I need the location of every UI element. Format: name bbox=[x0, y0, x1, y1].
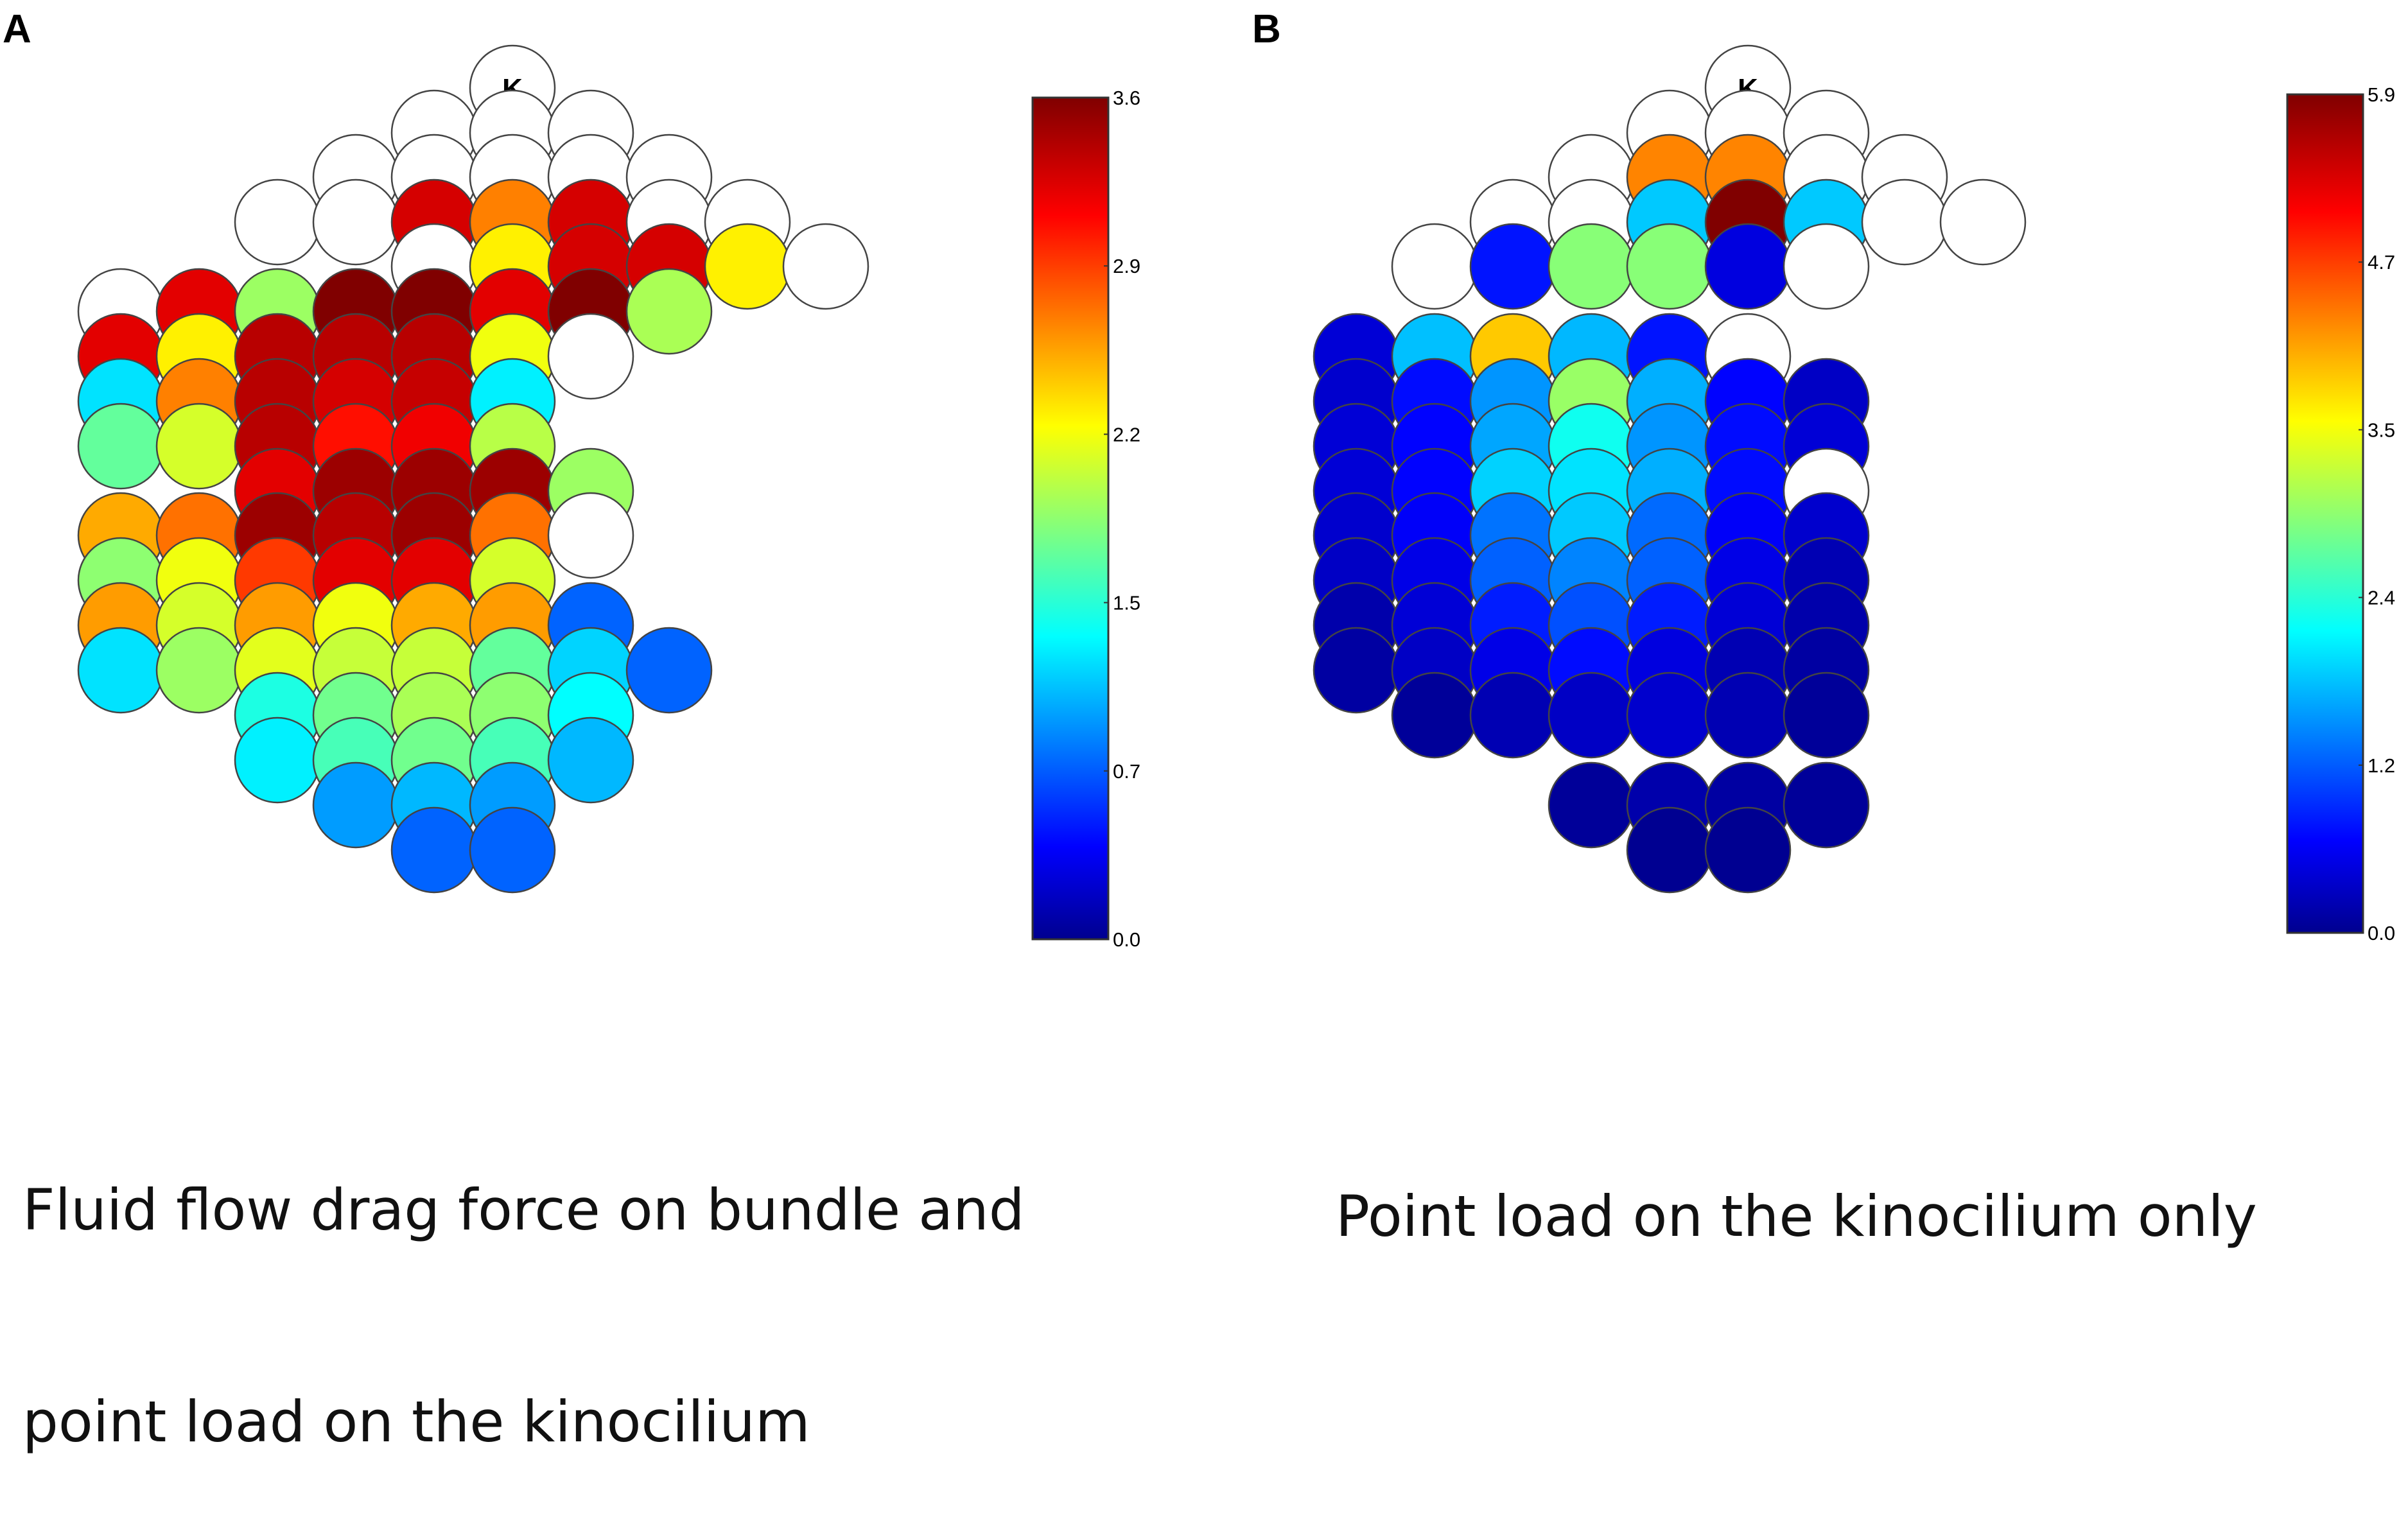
colorbar-ticks-a: 3.6 2.9 2.2 1.5 0.7 0.0 bbox=[1104, 87, 1140, 951]
stereocilium bbox=[1783, 672, 1870, 759]
panel-letter-b: B bbox=[1252, 7, 1281, 51]
colorbar-tick-label: 4.7 bbox=[2368, 251, 2395, 273]
stereocilium bbox=[312, 178, 399, 266]
caption-a-line-1: Fluid flow drag force on bundle and bbox=[22, 1177, 1025, 1243]
stereocilium bbox=[625, 268, 713, 355]
stereocilium bbox=[1626, 806, 1713, 894]
colorbar-tick-label: 3.6 bbox=[1113, 87, 1140, 109]
stereocilium bbox=[1704, 806, 1792, 894]
figure: A K 3.6 2.9 2.2 1.5 0.7 0.0 B K 5.9 4.7 3.5 2.4 1… bbox=[3, 7, 2395, 951]
stereocilium bbox=[155, 627, 243, 714]
colorbar-b: 5.9 4.7 3.5 2.4 1.2 0.0 bbox=[2286, 83, 2395, 944]
colorbar-tick-label: 1.5 bbox=[1113, 592, 1140, 614]
stereocilium bbox=[234, 178, 321, 266]
stereocilium bbox=[1704, 672, 1792, 759]
stereocilium bbox=[1783, 223, 1870, 310]
panel-a: A K 3.6 2.9 2.2 1.5 0.7 0.0 bbox=[3, 7, 1140, 951]
stereocilium bbox=[625, 627, 713, 714]
stereocilium bbox=[1861, 178, 1948, 266]
caption-a-line-2: point load on the kinocilium bbox=[22, 1389, 810, 1455]
stereocilium bbox=[155, 403, 243, 490]
stereocilium bbox=[312, 761, 399, 849]
stereocilium bbox=[1313, 627, 1400, 714]
colorbar-gradient-b bbox=[2286, 93, 2364, 934]
caption-b: Point load on the kinocilium only bbox=[1336, 1040, 2257, 1323]
panel-b: B K 5.9 4.7 3.5 2.4 1.2 0.0 bbox=[1252, 7, 2395, 944]
stereocilium bbox=[1626, 223, 1713, 310]
colorbar-tick-label: 2.2 bbox=[1113, 423, 1140, 446]
stereocilium bbox=[1783, 761, 1870, 849]
colorbar-tick-label: 1.2 bbox=[2368, 754, 2395, 777]
stereocilium bbox=[1939, 178, 2027, 266]
stereocilium bbox=[234, 716, 321, 804]
stereocilium bbox=[1626, 672, 1713, 759]
stereocilium bbox=[782, 223, 869, 310]
stereocilium bbox=[1548, 761, 1635, 849]
colorbar-a: 3.6 2.9 2.2 1.5 0.7 0.0 bbox=[1031, 87, 1140, 951]
panel-letter-a: A bbox=[3, 7, 31, 51]
stereocilium bbox=[1704, 223, 1792, 310]
stereocilium bbox=[547, 716, 634, 804]
colorbar-tick-label: 5.9 bbox=[2368, 83, 2395, 106]
stereocilium bbox=[390, 806, 478, 894]
colorbar-tick-label: 3.5 bbox=[2368, 419, 2395, 441]
stereocilium bbox=[469, 806, 556, 894]
stereocilium bbox=[1469, 672, 1557, 759]
stereocilium bbox=[1391, 672, 1478, 759]
colorbar-ticks-b: 5.9 4.7 3.5 2.4 1.2 0.0 bbox=[2359, 83, 2395, 944]
colorbar-tick-label: 0.0 bbox=[1113, 928, 1140, 951]
stereocilium bbox=[1469, 223, 1557, 310]
stereocilium bbox=[1548, 223, 1635, 310]
hair-bundle-a: K bbox=[77, 44, 869, 894]
colorbar-gradient-a bbox=[1031, 96, 1110, 941]
caption-a: Fluid flow drag force on bundle and poin… bbox=[22, 1034, 1025, 1528]
stereocilium bbox=[77, 627, 164, 714]
stereocilium bbox=[1391, 223, 1478, 310]
stereocilium bbox=[77, 403, 164, 490]
stereocilium bbox=[547, 492, 634, 579]
colorbar-tick-label: 0.7 bbox=[1113, 760, 1140, 783]
colorbar-tick-label: 2.9 bbox=[1113, 255, 1140, 277]
stereocilium bbox=[1548, 672, 1635, 759]
stereocilium bbox=[547, 313, 634, 400]
colorbar-tick-label: 2.4 bbox=[2368, 587, 2395, 609]
stereocilium bbox=[704, 223, 791, 310]
colorbar-tick-label: 0.0 bbox=[2368, 922, 2395, 944]
hair-bundle-b: K bbox=[1313, 44, 2027, 894]
